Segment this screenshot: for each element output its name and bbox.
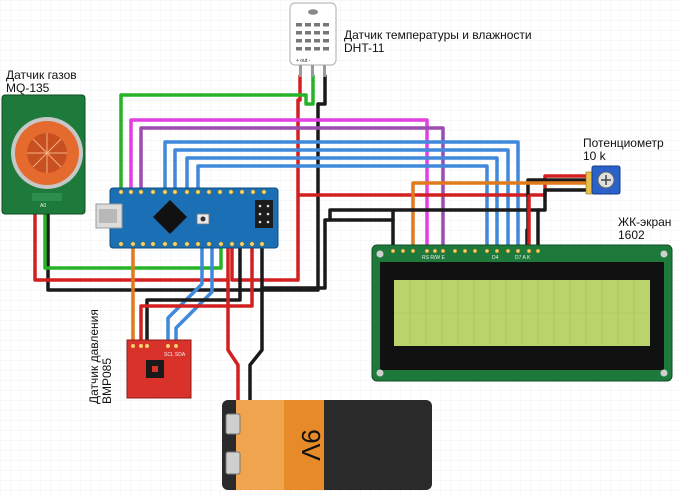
wire-lcd-d6	[185, 156, 499, 252]
dht-pin-labels: + out -	[296, 58, 311, 64]
lcd-rs-pin-label: RS R/W E	[422, 255, 445, 261]
wire-lcd-d5	[173, 148, 510, 252]
dht11-sensor: + out -	[289, 2, 337, 77]
wire-bmp-gnd	[145, 246, 242, 342]
mq135-sensor: A0	[1, 94, 86, 215]
lcd-1602: RS R/W E D4 D7 A K	[371, 244, 673, 382]
wire-battery-neg	[248, 246, 264, 406]
battery-label: 9V	[296, 429, 326, 461]
wires	[33, 74, 592, 406]
bmp-pin-labels: SCL SDA	[164, 352, 186, 358]
wire-bmp-red	[139, 246, 254, 342]
wire-gnd-bus	[260, 218, 395, 290]
wire-dht-gnd	[46, 74, 327, 292]
potentiometer	[585, 165, 621, 195]
bmp085-sensor: SCL SDA	[126, 339, 192, 399]
wire-battery-pos	[226, 246, 240, 406]
wire-mq-vcc	[33, 213, 230, 282]
wire-dht-data	[119, 74, 315, 192]
wire-pot-red	[298, 174, 592, 197]
arduino-nano	[95, 187, 279, 249]
battery-9v: 9V	[222, 400, 432, 490]
wire-lcd-d7	[196, 164, 489, 252]
wire-pot-gnd	[328, 188, 592, 222]
wire-bmp-scl	[174, 246, 214, 342]
wire-lcd-rs	[129, 118, 429, 252]
wire-pot-orange	[411, 181, 592, 252]
mq-ao-pin-label: A0	[40, 203, 46, 209]
lcd-d7-pin-label: D7 A K	[515, 255, 531, 261]
lcd-d4-pin-label: D4	[492, 255, 499, 261]
wire-lcd-e	[139, 126, 445, 252]
